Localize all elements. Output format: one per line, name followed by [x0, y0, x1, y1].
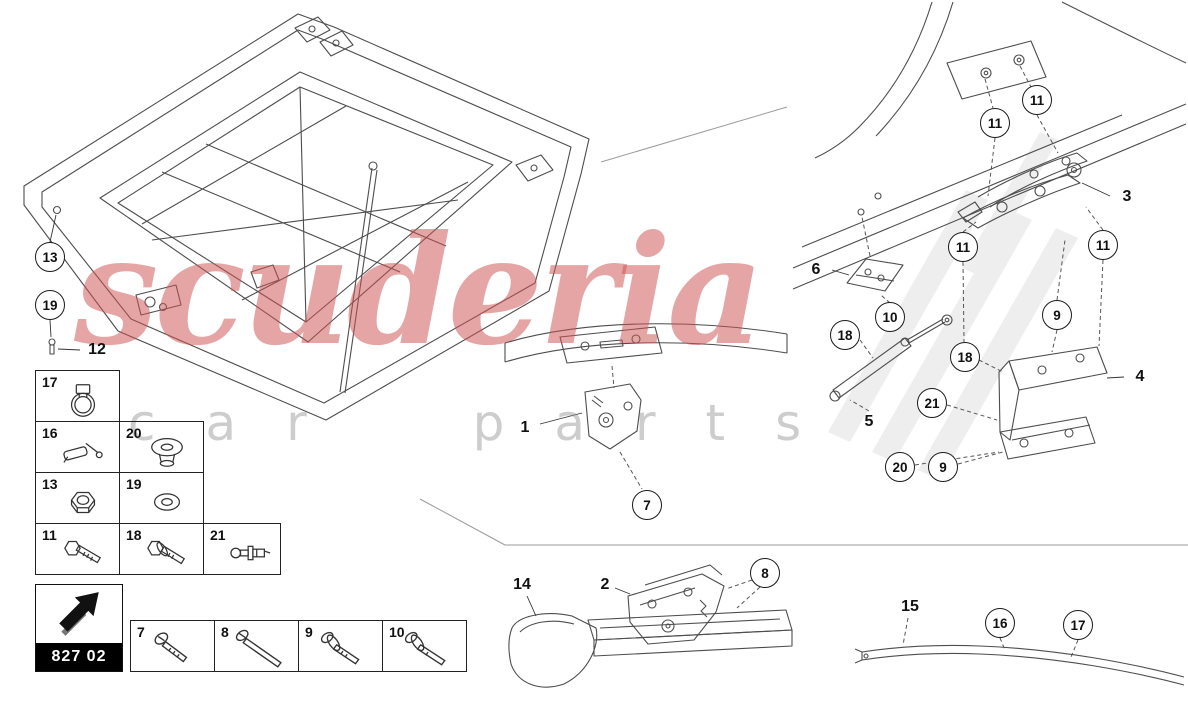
part-label-5: 5: [864, 413, 874, 430]
callout-circle-11[interactable]: 11: [980, 108, 1010, 138]
screw-washer-icon: [320, 631, 360, 665]
part-label-15: 15: [901, 598, 919, 615]
watermark-stripes: [828, 132, 1078, 480]
callout-circle-13[interactable]: 13: [35, 242, 65, 272]
legend-part-number: 10: [389, 624, 405, 640]
legend-part-number: 21: [210, 527, 226, 543]
hood-frame-drawing: [23, 13, 590, 421]
ball-stud-icon: [230, 545, 271, 561]
callout-circle-7[interactable]: 7: [632, 490, 662, 520]
legend-part-number: 13: [42, 476, 58, 492]
hex-bolt-icon: [64, 540, 102, 564]
legend-cell-clip[interactable]: 16: [35, 421, 120, 473]
callout-circle-18[interactable]: 18: [830, 320, 860, 350]
part-label-3: 3: [1122, 188, 1132, 205]
clip-icon: [63, 442, 103, 463]
arrow-logo-box: [36, 585, 122, 643]
legend-cell-hex-bolt[interactable]: 11: [35, 523, 120, 575]
legend-cell-washer[interactable]: 19: [119, 472, 204, 524]
legend-cell-grommet[interactable]: 20: [119, 421, 204, 473]
legend-part-number: 19: [126, 476, 142, 492]
legend-cell-screw-10[interactable]: 10: [382, 620, 467, 672]
callout-circle-11[interactable]: 11: [1022, 85, 1052, 115]
legend-cell-screw-8[interactable]: 8: [214, 620, 299, 672]
latch-detail-drawing: [504, 323, 788, 450]
legend-cell-screw-9[interactable]: 9: [298, 620, 383, 672]
arrow-icon: [59, 592, 99, 636]
legend-part-number: 20: [126, 425, 142, 441]
callout-circle-11[interactable]: 11: [948, 232, 978, 262]
callout-circle-19[interactable]: 19: [35, 290, 65, 320]
part-group-badge: 827 02: [35, 584, 123, 672]
hinge-rail-drawing: [508, 564, 793, 688]
hinge-area-drawing: [792, 1, 1187, 460]
legend-cell-ball-stud[interactable]: 21: [203, 523, 281, 575]
legend-part-number: 9: [305, 624, 313, 640]
legend-part-number: 7: [137, 624, 145, 640]
part-label-14: 14: [513, 576, 531, 593]
part-label-1: 1: [520, 419, 530, 436]
part-label-2: 2: [600, 576, 610, 593]
legend-cell-screw-7[interactable]: 7: [130, 620, 215, 672]
legend-cell-hex-nut[interactable]: 13: [35, 472, 120, 524]
solid-leader-lines: [49, 182, 1125, 617]
legend-part-number: 16: [42, 425, 58, 441]
legend-cell-hose-clamp[interactable]: 17: [35, 370, 120, 422]
hex-nut-icon: [70, 491, 96, 514]
callout-circle-8[interactable]: 8: [750, 558, 780, 588]
seal-strip-drawing: [854, 644, 1185, 686]
callout-circle-17[interactable]: 17: [1063, 610, 1093, 640]
callout-circle-9[interactable]: 9: [928, 452, 958, 482]
legend-part-number: 17: [42, 374, 58, 390]
screw-icon: [154, 632, 188, 663]
callout-circle-11[interactable]: 11: [1088, 230, 1118, 260]
legend-part-number: 11: [42, 527, 57, 543]
part-label-6: 6: [811, 261, 821, 278]
legend-part-number: 8: [221, 624, 229, 640]
part-label-4: 4: [1135, 368, 1145, 385]
callout-circle-10[interactable]: 10: [875, 302, 905, 332]
callout-circle-9[interactable]: 9: [1042, 300, 1072, 330]
callout-circle-16[interactable]: 16: [985, 608, 1015, 638]
washer-icon: [153, 493, 181, 511]
legend-part-number: 18: [126, 527, 142, 543]
bolt-washer-icon: [147, 540, 186, 565]
callout-circle-20[interactable]: 20: [885, 452, 915, 482]
long-screw-icon: [235, 629, 282, 668]
part-group-code: 827 02: [36, 643, 122, 671]
grommet-icon: [151, 437, 183, 467]
section-dividers: [419, 106, 1188, 546]
legend-cell-bolt-washer[interactable]: 18: [119, 523, 204, 575]
hose-clamp-icon: [70, 384, 96, 417]
callout-circle-18[interactable]: 18: [950, 342, 980, 372]
part-label-12: 12: [88, 341, 106, 358]
callout-circle-21[interactable]: 21: [917, 388, 947, 418]
screw-washer-icon: [404, 631, 446, 666]
